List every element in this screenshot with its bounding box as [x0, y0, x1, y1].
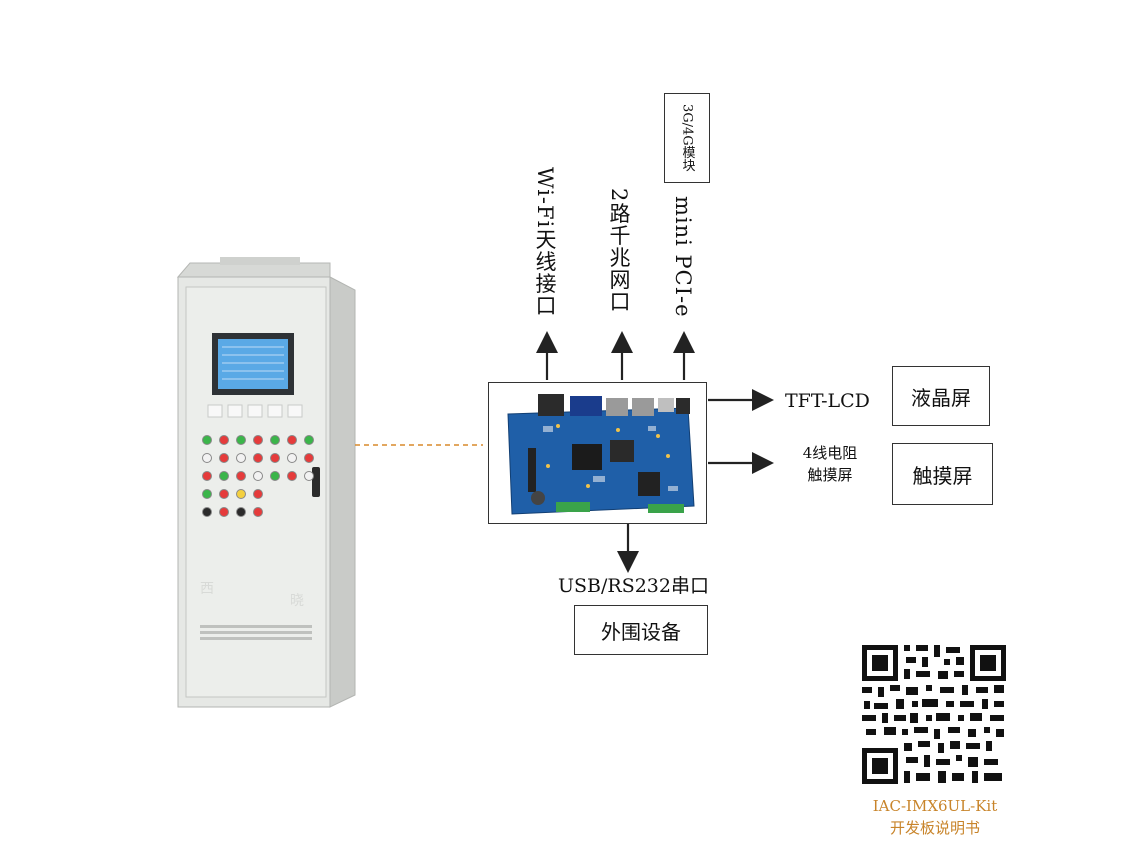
module-3g4g-label: 3G/4G模块 — [679, 104, 695, 172]
dashed-connector — [355, 444, 483, 446]
module-3g4g-box: 3G/4G模块 — [664, 93, 710, 183]
label-usb-serial: USB/RS232串口 — [558, 575, 709, 597]
label-minipcie: mini PCI-e — [671, 196, 695, 318]
board-frame — [488, 382, 707, 524]
qr-code-icon — [860, 643, 1008, 786]
svg-text:西: 西 — [200, 581, 214, 597]
touch-box-label: 触摸屏 — [912, 463, 973, 488]
peripheral-box: 外围设备 — [574, 605, 708, 655]
board-image — [506, 393, 695, 515]
svg-text:晓: 晓 — [290, 593, 304, 609]
qr-caption-line2: 开发板说明书 — [889, 819, 980, 837]
qr-caption-line1: IAC-IMX6UL-Kit — [872, 797, 998, 815]
touch-type-line1: 4线电阻 — [802, 444, 858, 462]
label-touch-type: 4线电阻 触摸屏 — [790, 442, 870, 486]
qr-caption: IAC-IMX6UL-Kit 开发板说明书 — [860, 795, 1010, 839]
peripheral-box-label: 外围设备 — [601, 619, 681, 644]
lcd-box-label: 液晶屏 — [911, 385, 971, 410]
label-tft-lcd: TFT-LCD — [785, 390, 870, 412]
lcd-box: 液晶屏 — [892, 366, 990, 426]
touch-type-line2: 触摸屏 — [807, 466, 853, 484]
label-ethernet: 2路千兆网口 — [607, 188, 631, 313]
label-wifi: Wi-Fi天线接口 — [533, 167, 557, 317]
touch-box: 触摸屏 — [892, 443, 993, 505]
